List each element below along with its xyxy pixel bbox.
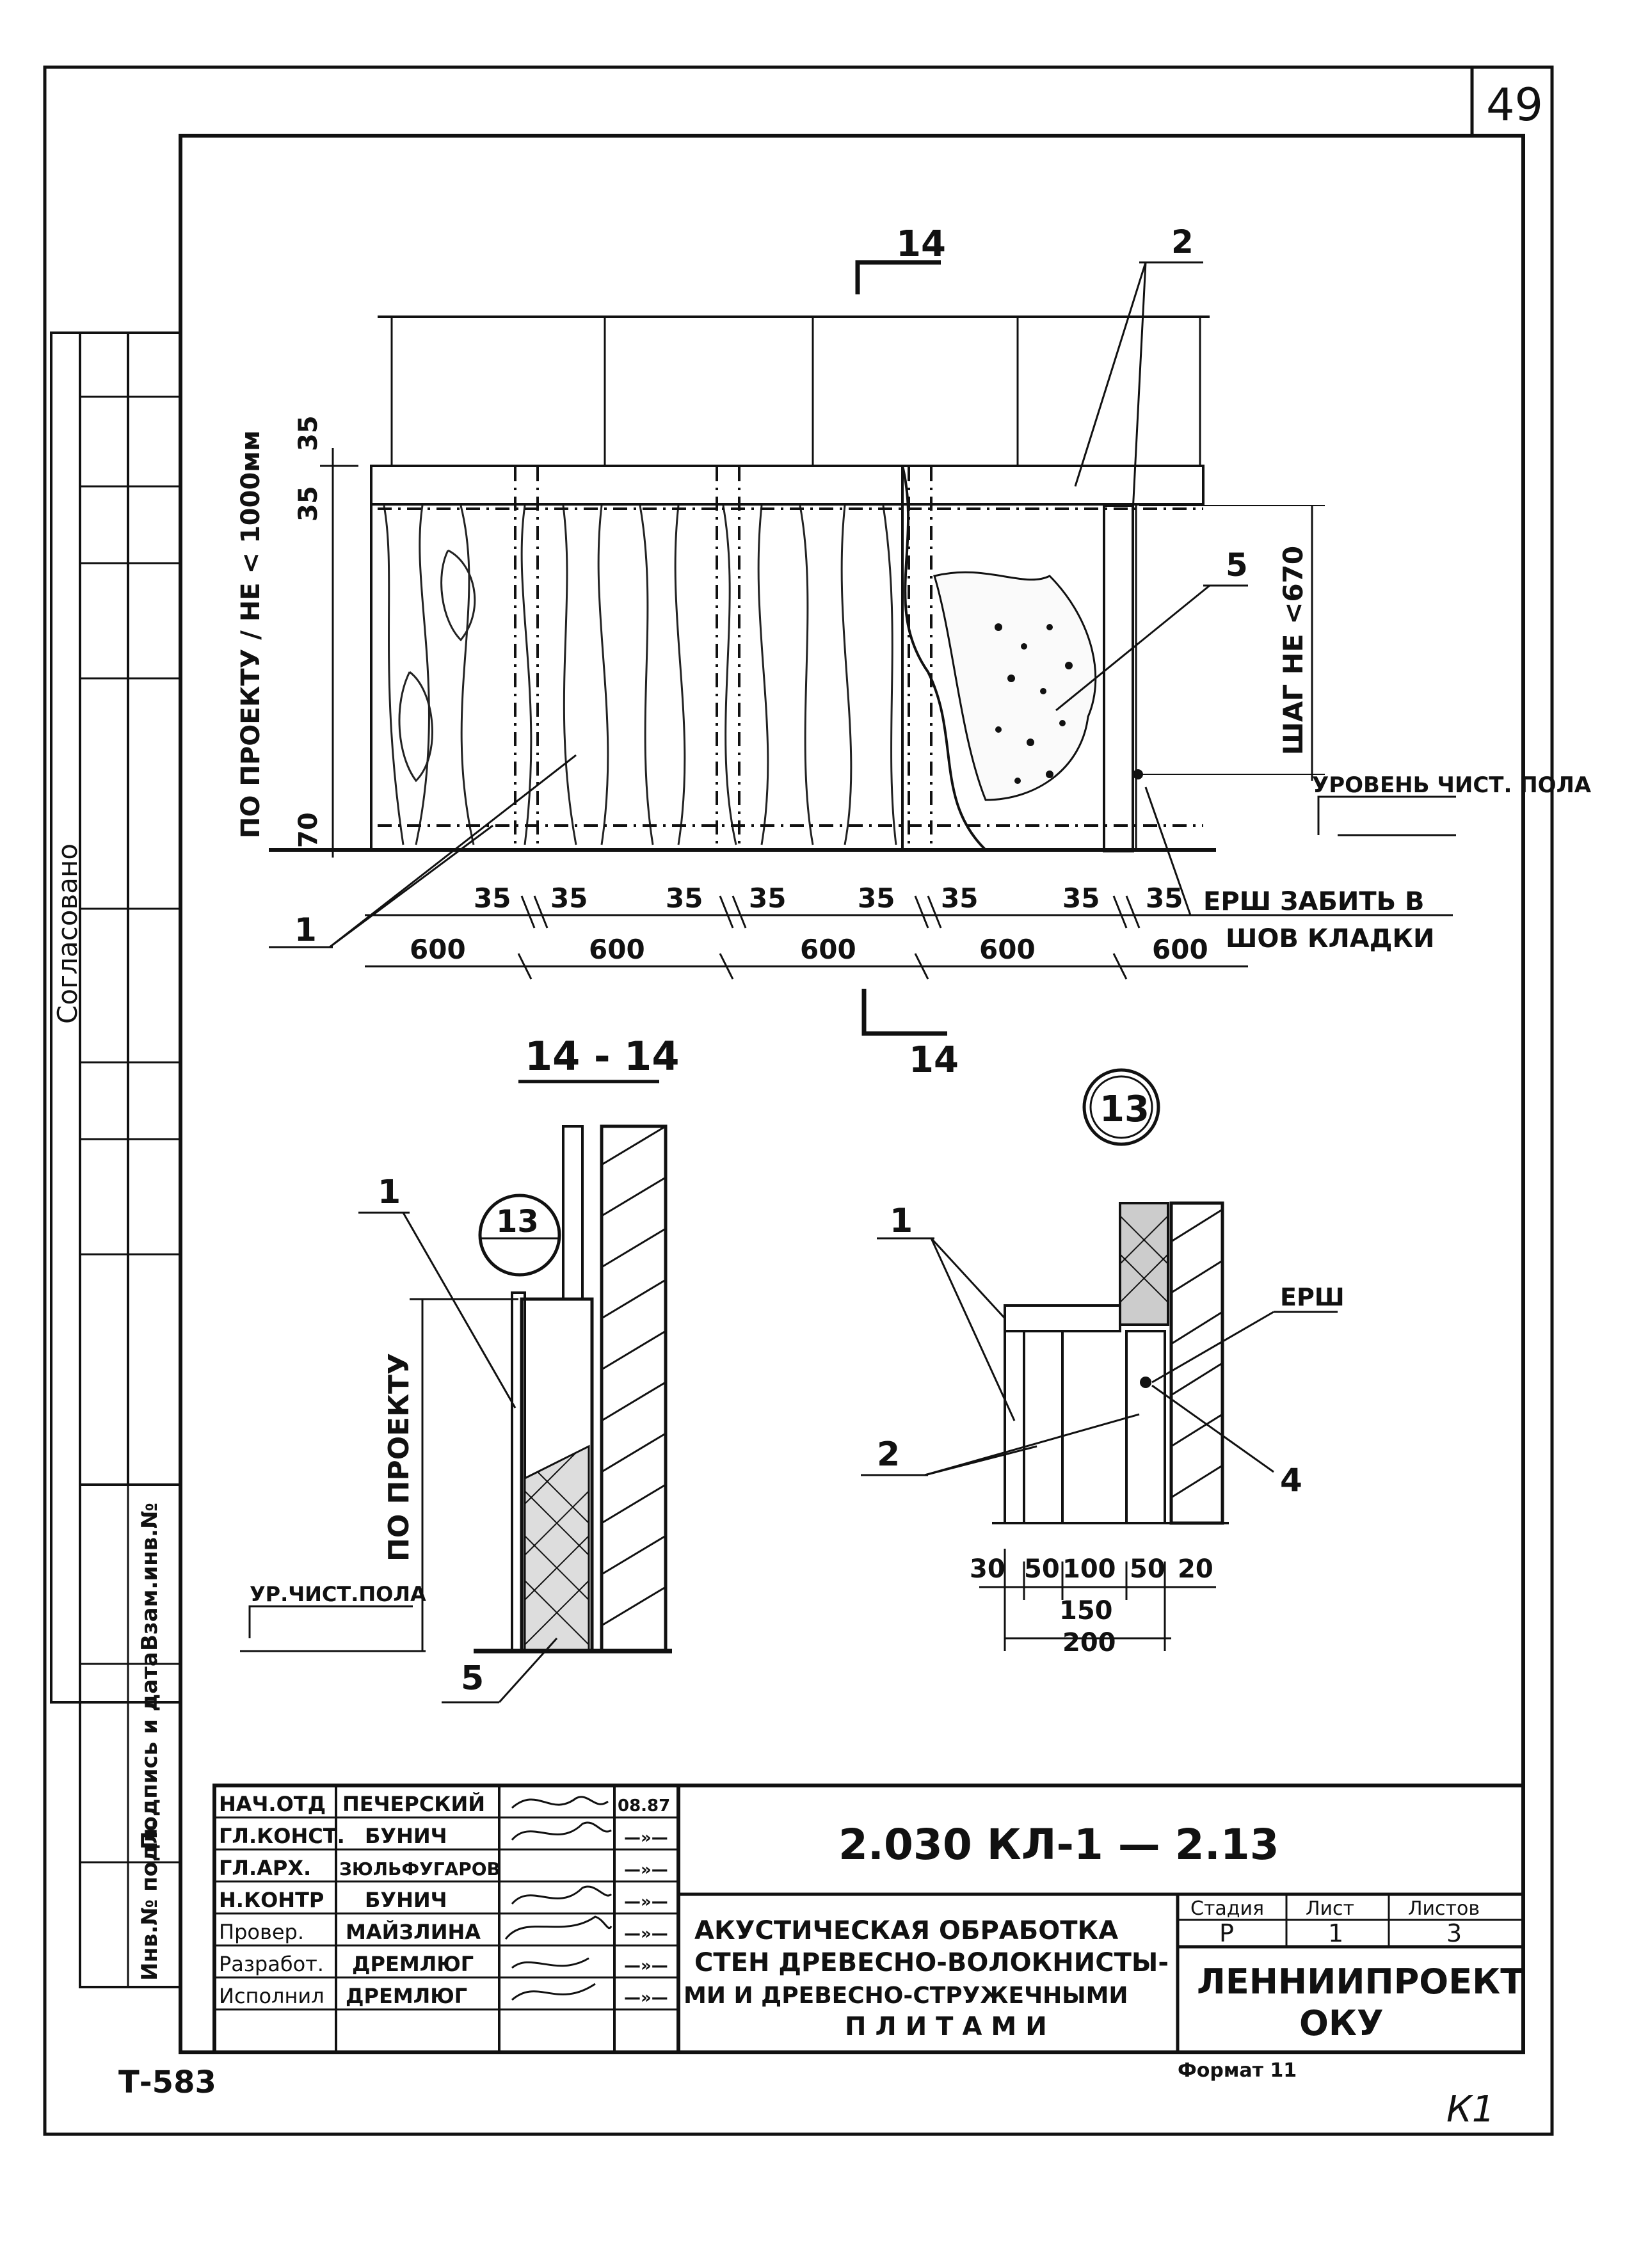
small-dim-1: 35 — [474, 882, 511, 914]
role-4: Провер. — [219, 1920, 304, 1944]
date-4: —»— — [624, 1924, 668, 1944]
inv-original-label: Инв.№ подл. — [137, 1820, 163, 1981]
name-3: БУНИЧ — [365, 1888, 447, 1912]
role-6: Исполнил — [219, 1984, 324, 2008]
small-dim-7: 35 — [1062, 882, 1100, 914]
corner-mark: К1 — [1446, 2089, 1494, 2130]
spacing-dim-4: 600 — [979, 934, 1036, 965]
detail-dim-30: 30 — [970, 1554, 1005, 1584]
inner-frame — [179, 134, 1525, 2054]
name-6: ДРЕМЛЮГ — [346, 1984, 467, 2008]
section-mark-bottom: 14 — [909, 1039, 959, 1081]
detail-dim-100: 100 — [1062, 1554, 1116, 1584]
name-0: ПЕЧЕРСКИЙ — [342, 1792, 485, 1816]
sheets-total-value: 3 — [1446, 1919, 1462, 1947]
ruff-note-2: ШОВ КЛАДКИ — [1226, 924, 1435, 954]
outer-frame — [43, 65, 1554, 2136]
role-2: ГЛ.АРХ. — [219, 1856, 311, 1880]
inv-replaced-label: Взам.инв.№ — [137, 1503, 163, 1651]
detail-callout-1: 1 — [890, 1202, 913, 1240]
name-5: ДРЕМЛЮГ — [352, 1952, 474, 1976]
name-2: ЗЮЛЬФУГАРОВ — [339, 1858, 500, 1880]
date-2: —»— — [624, 1860, 668, 1880]
small-dim-5: 35 — [858, 882, 895, 914]
organization-1: ЛЕННИИПРОЕКТ — [1197, 1961, 1524, 2002]
detail-dim-20: 20 — [1178, 1554, 1213, 1584]
sheets-header: Листов — [1408, 1897, 1480, 1920]
document-code: 2.030 КЛ-1 — 2.13 — [838, 1820, 1279, 1869]
height-dim-label: ПО ПРОЕКТУ / НЕ < 1000мм — [236, 430, 266, 838]
section-floor-label: УР.ЧИСТ.ПОЛА — [250, 1582, 426, 1606]
ruff-note-1: ЕРШ ЗАБИТЬ В — [1203, 887, 1425, 916]
date-3: —»— — [624, 1892, 668, 1912]
spacing-dim-5: 600 — [1152, 934, 1208, 965]
name-4: МАЙЗЛИНА — [346, 1920, 481, 1944]
callout-5: 5 — [1226, 547, 1248, 584]
detail-callout-2: 2 — [877, 1435, 900, 1474]
spacing-dim-1: 600 — [410, 934, 466, 965]
date-6: —»— — [624, 1988, 668, 2008]
detail-dim-50b: 50 — [1130, 1554, 1165, 1584]
role-3: Н.КОНТР — [219, 1888, 324, 1912]
signature-date-label: Подпись и дата — [137, 1652, 163, 1849]
name-1: БУНИЧ — [365, 1824, 447, 1848]
small-dim-2: 35 — [550, 882, 588, 914]
callout-1: 1 — [294, 911, 317, 948]
floor-level-label: УРОВЕНЬ ЧИСТ. ПОЛА — [1312, 772, 1592, 798]
small-dim-3: 35 — [666, 882, 703, 914]
date-5: —»— — [624, 1956, 668, 1976]
detail-dim-50a: 50 — [1024, 1554, 1060, 1584]
detail-callout-4: 4 — [1280, 1462, 1302, 1499]
bottom-dim: 70 — [294, 812, 323, 848]
page-number: 49 — [1486, 79, 1543, 131]
organization-2: ОКУ — [1299, 2003, 1384, 2043]
small-dim-4: 35 — [749, 882, 786, 914]
section-title: 14 - 14 — [525, 1033, 679, 1080]
title-line-1: АКУСТИЧЕСКАЯ ОБРАБОТКА — [694, 1916, 1118, 1945]
pitch-dim: ШАГ НЕ <670 — [1277, 546, 1309, 755]
format-label: Формат 11 — [1178, 2059, 1297, 2082]
node-ref-13: 13 — [496, 1204, 539, 1240]
top-dim-1: 35 — [294, 415, 323, 451]
detail-dim-150: 150 — [1059, 1596, 1113, 1625]
date-0: 08.87 — [618, 1796, 670, 1816]
spacing-dim-2: 600 — [589, 934, 645, 965]
title-block: НАЧ.ОТД ПЕЧЕРСКИЙ 08.87 ГЛ.КОНСТ. БУНИЧ … — [212, 1784, 1525, 2082]
agreed-stamp: Согласовано — [52, 843, 83, 1024]
role-1: ГЛ.КОНСТ. — [219, 1824, 345, 1848]
section-height-label: ПО ПРОЕКТУ — [383, 1353, 415, 1561]
section-mark-top: 14 — [896, 223, 946, 265]
date-1: —»— — [624, 1828, 668, 1848]
title-line-4: ПЛИТАМИ — [845, 2012, 1056, 2041]
top-dim-2: 35 — [294, 486, 323, 522]
small-dim-6: 35 — [941, 882, 978, 914]
section-callout-1: 1 — [378, 1173, 401, 1211]
title-line-2: СТЕН ДРЕВЕСНО-ВОЛОКНИСТЫ- — [694, 1948, 1169, 1977]
sheet-header: Лист — [1306, 1897, 1354, 1920]
small-dim-8: 35 — [1146, 882, 1183, 914]
node-label-13: 13 — [1100, 1089, 1149, 1130]
spacing-dim-3: 600 — [800, 934, 856, 965]
role-0: НАЧ.ОТД — [219, 1792, 326, 1816]
section-callout-5: 5 — [461, 1659, 484, 1698]
stage-header: Стадия — [1190, 1897, 1264, 1920]
callout-2: 2 — [1171, 223, 1194, 260]
side-strip: Согласовано Взам.инв.№ Подпись и дата Ин… — [50, 331, 182, 1988]
detail-dim-200: 200 — [1062, 1628, 1116, 1657]
sheet-value: 1 — [1328, 1919, 1343, 1947]
archive-number: Т-583 — [118, 2064, 216, 2100]
node-13-detail: 13 1 2 ЕРШ 4 — [861, 1068, 1345, 1657]
wall-elevation: 14 14 2 5 1 ПО ПРОЕКТУ / НЕ < 1000мм 35 … — [236, 223, 1592, 1081]
title-line-3: МИ И ДРЕВЕСНО-СТРУЖЕЧНЫМИ — [684, 1983, 1128, 2009]
section-14-14: 14 - 14 13 1 5 — [240, 1033, 679, 1704]
ruff-label: ЕРШ — [1280, 1283, 1345, 1311]
role-5: Разработ. — [219, 1952, 324, 1976]
stage-value: Р — [1219, 1919, 1234, 1947]
